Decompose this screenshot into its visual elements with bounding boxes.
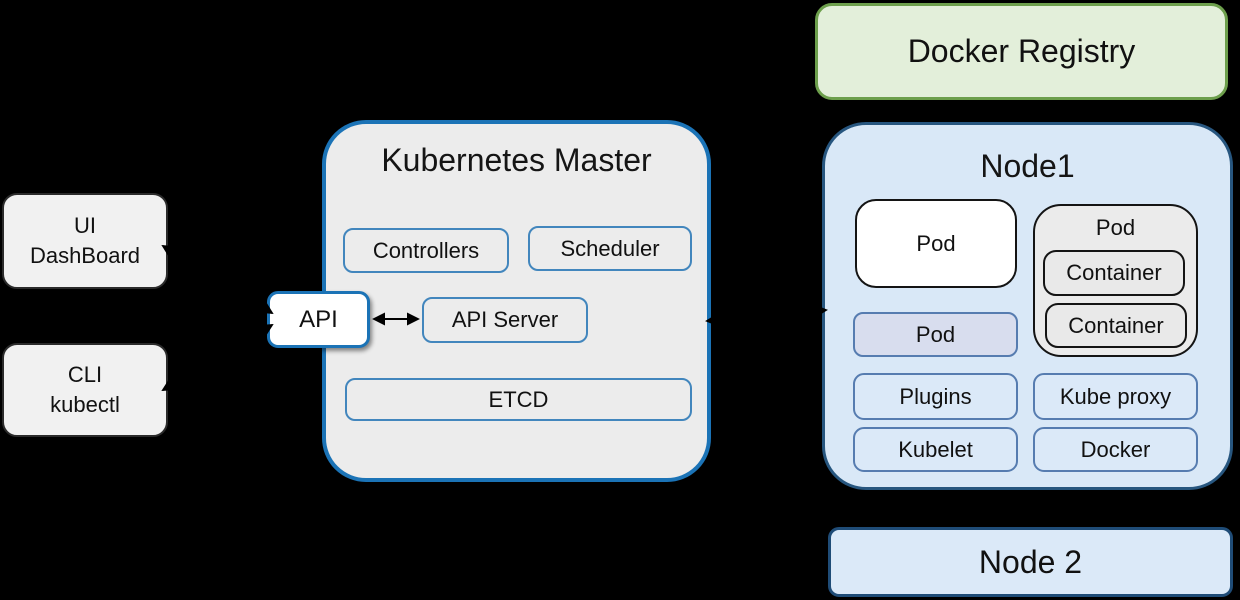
node2-box: Node 2 bbox=[828, 527, 1233, 597]
docker-box: Docker bbox=[1033, 427, 1198, 472]
api-box: API bbox=[267, 291, 370, 348]
arrow-master-to-node1 bbox=[705, 304, 828, 327]
pod-white-box: Pod bbox=[855, 199, 1017, 288]
cli-kubectl-line2: kubectl bbox=[50, 392, 120, 417]
kubelet-box: Kubelet bbox=[853, 427, 1018, 472]
etcd-box: ETCD bbox=[345, 378, 692, 421]
api-server-box: API Server bbox=[422, 297, 588, 343]
cli-kubectl-line1: CLI bbox=[67, 361, 103, 387]
pod-gray-label: Pod bbox=[1095, 215, 1136, 240]
cli-kubectl-box: CLI kubectl bbox=[2, 343, 168, 437]
pod-blue-box: Pod bbox=[853, 312, 1018, 357]
ui-dashboard-box: UI DashBoard bbox=[2, 193, 168, 289]
node1-title: Node1 bbox=[980, 148, 1075, 184]
docker-registry-box: Docker Registry bbox=[815, 3, 1228, 100]
kubernetes-master-title: Kubernetes Master bbox=[381, 142, 652, 178]
container-box-1: Container bbox=[1043, 250, 1185, 296]
arrow-cli-kubectl-to-api bbox=[161, 324, 274, 391]
plugins-box: Plugins bbox=[853, 373, 1018, 420]
ui-dashboard-line2: DashBoard bbox=[29, 243, 141, 268]
scheduler-box: Scheduler bbox=[528, 226, 692, 271]
controllers-box: Controllers bbox=[343, 228, 509, 273]
container-box-2: Container bbox=[1045, 303, 1187, 348]
ui-dashboard-line1: UI bbox=[74, 212, 96, 238]
kube-proxy-box: Kube proxy bbox=[1033, 373, 1198, 420]
arrow-ui-dashboard-to-api bbox=[161, 244, 274, 315]
